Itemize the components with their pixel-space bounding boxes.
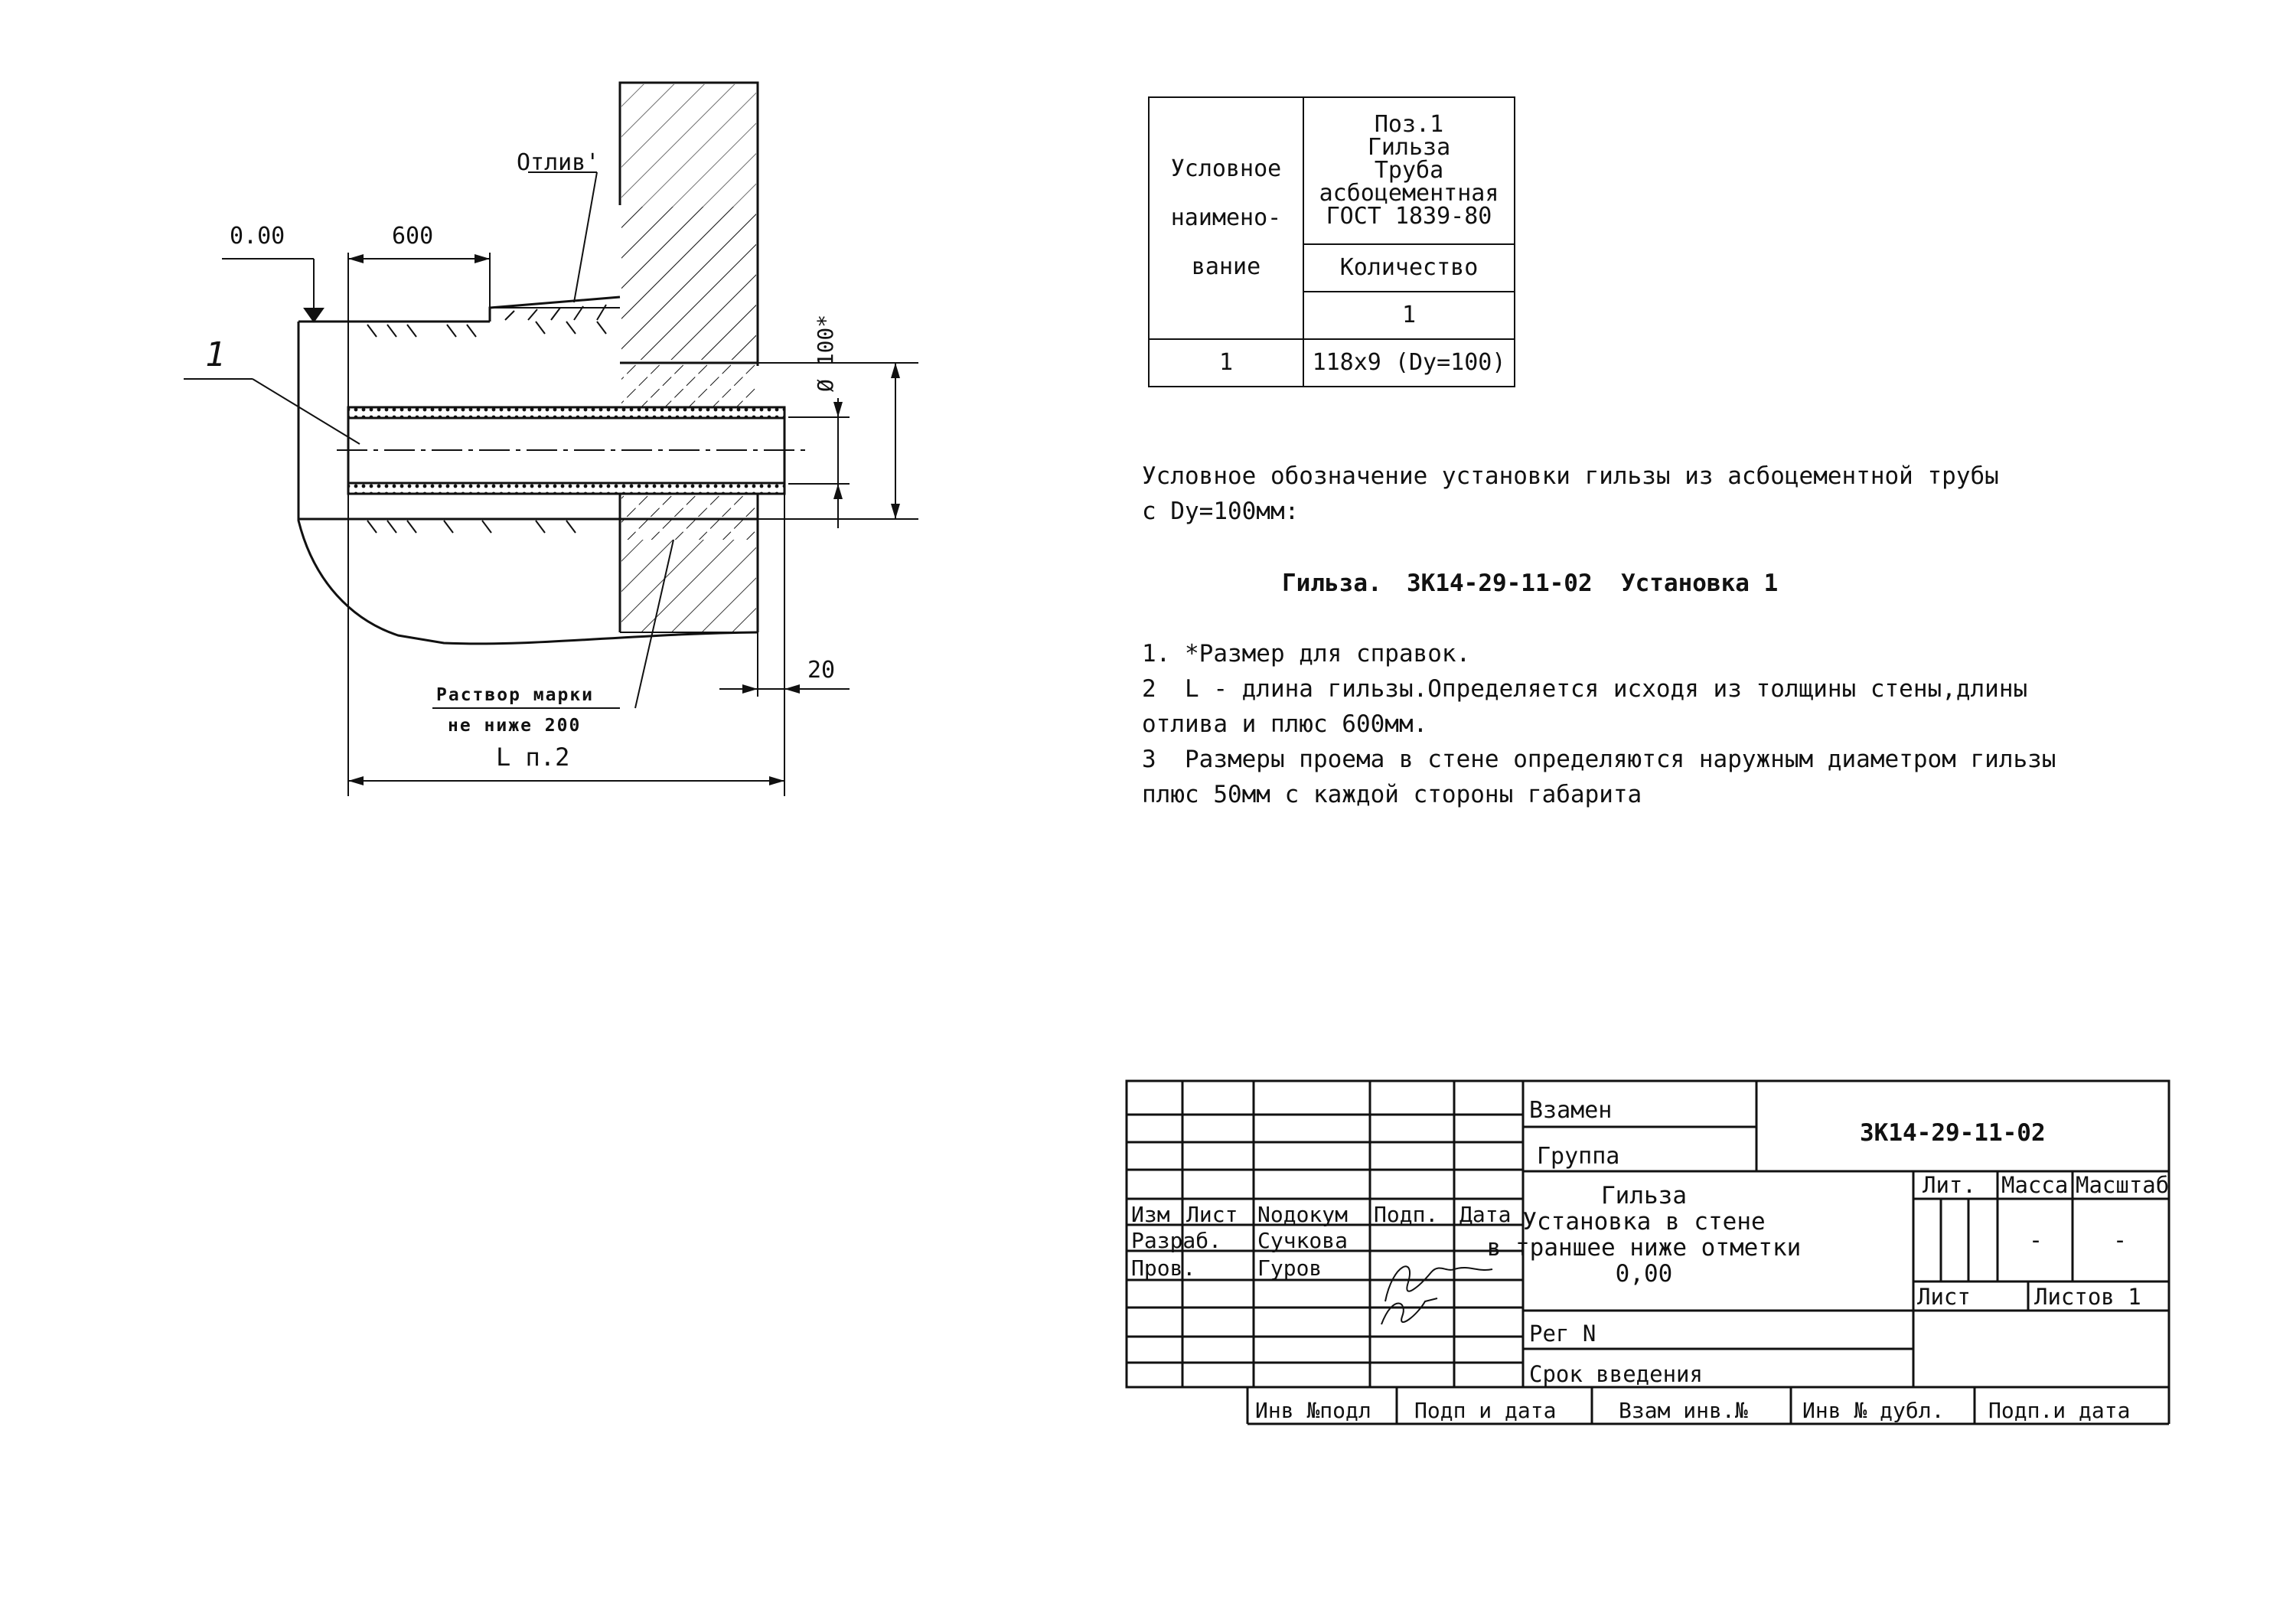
podp-label: Подп. [1374, 1202, 1438, 1227]
title-line-3: в траншее ниже отметки [1487, 1234, 1802, 1262]
dim-L-label: L п.2 [496, 743, 569, 772]
designation-line1: Условное обозначение установки гильзы из… [1142, 462, 1999, 490]
note-2-line2: отлива и плюс 600мм. [1142, 710, 1428, 738]
podp-data2-label: Подп.и дата [1988, 1398, 2130, 1423]
podp-data-label: Подп и дата [1414, 1398, 1556, 1423]
quantity-value: 1 [1303, 291, 1515, 340]
sleeve-pipe [337, 406, 811, 495]
designation-example-a: Гильза. [1282, 570, 1382, 597]
note-1: 1. *Размер для справок. [1142, 640, 1471, 668]
mortar-label-line1: Раствор марки [436, 685, 594, 705]
dim-600-label: 600 [392, 223, 433, 250]
inv-dubl-label: Инв № дубл. [1802, 1398, 1944, 1423]
inv-podl-label: Инв №подл [1255, 1398, 1371, 1423]
dimension-lines [184, 171, 918, 796]
wall-lower-hatch [621, 540, 756, 632]
razrab-label: Разраб. [1131, 1228, 1221, 1253]
row-name: 1 [1148, 338, 1304, 387]
reg-n-label: Рег N [1529, 1321, 1596, 1347]
mortar-top [621, 363, 756, 407]
vzam-inv-label: Взам инв.№ [1619, 1398, 1748, 1423]
mortar-label-line2: не ниже 200 [448, 716, 581, 736]
massa-value: - [2029, 1227, 2043, 1254]
vzamen-label: Взамен [1529, 1097, 1612, 1124]
listov-label: Листов 1 [2034, 1284, 2141, 1310]
dim-20-label: 20 [807, 657, 835, 684]
list-label: Лист [1917, 1284, 1971, 1310]
dim-diameter-label: Ø 100* [813, 315, 838, 392]
note-3-line1: 3 Размеры проема в стене определяются на… [1142, 746, 2056, 773]
position-header: Поз.1 Гильза Труба асбоцементная ГОСТ 18… [1303, 96, 1515, 245]
callout-1: 1 [205, 335, 226, 374]
col-name-header: Условное наимено- вание [1148, 96, 1304, 340]
trench-outline [297, 322, 758, 645]
massa-label: Масса [2001, 1172, 2068, 1198]
razrab-name: Сучкова [1257, 1228, 1348, 1253]
prov-name: Гуров [1257, 1255, 1322, 1281]
title-block: Взамен Группа 3К14-29-11-02 Гильза Устан… [1125, 1079, 2170, 1425]
nodokum-label: Nодокум [1257, 1202, 1348, 1227]
lit-label: Лит. [1923, 1172, 1976, 1198]
label-otliv: Отлив' [517, 149, 599, 176]
row-value: 118x9 (Dy=100) [1303, 338, 1515, 387]
mortar-bottom [621, 494, 756, 541]
label-zero: 0.00 [230, 223, 285, 250]
installation-drawing: 0.00 600 Отлив' 1 Ø 100* 20 Раствор марк… [184, 81, 918, 796]
signature [1384, 1265, 1493, 1302]
title-line-4: 0,00 [1616, 1260, 1673, 1288]
masshtab-value: - [2113, 1227, 2127, 1254]
quantity-label: Количество [1303, 243, 1515, 292]
title-line-1: Гильза [1601, 1182, 1687, 1210]
srok-label: Срок введения [1529, 1361, 1703, 1387]
document-code: 3К14-29-11-02 [1860, 1119, 2046, 1147]
ground-surface [298, 295, 621, 534]
gruppa-label: Группа [1537, 1143, 1619, 1170]
specification-table: Условное наимено- вание Поз.1 Гильза Тру… [1148, 96, 1515, 387]
masshtab-label: Масштаб [2076, 1172, 2169, 1198]
wall-hatch [621, 84, 756, 360]
data-label: Дата [1459, 1202, 1511, 1227]
note-2-line1: 2 L - длина гильзы.Определяется исходя и… [1142, 675, 2028, 703]
designation-example-b: 3К14-29-11-02 Установка 1 [1407, 570, 1779, 597]
prov-label: Пров. [1131, 1255, 1195, 1281]
izm-label: Изм [1131, 1202, 1170, 1227]
list-col-label: Лист [1186, 1202, 1238, 1227]
note-3-line2: плюс 50мм с каждой стороны габарита [1142, 781, 1642, 808]
designation-line2: с Dy=100мм: [1142, 498, 1300, 525]
title-line-2: Установка в стене [1522, 1208, 1765, 1236]
